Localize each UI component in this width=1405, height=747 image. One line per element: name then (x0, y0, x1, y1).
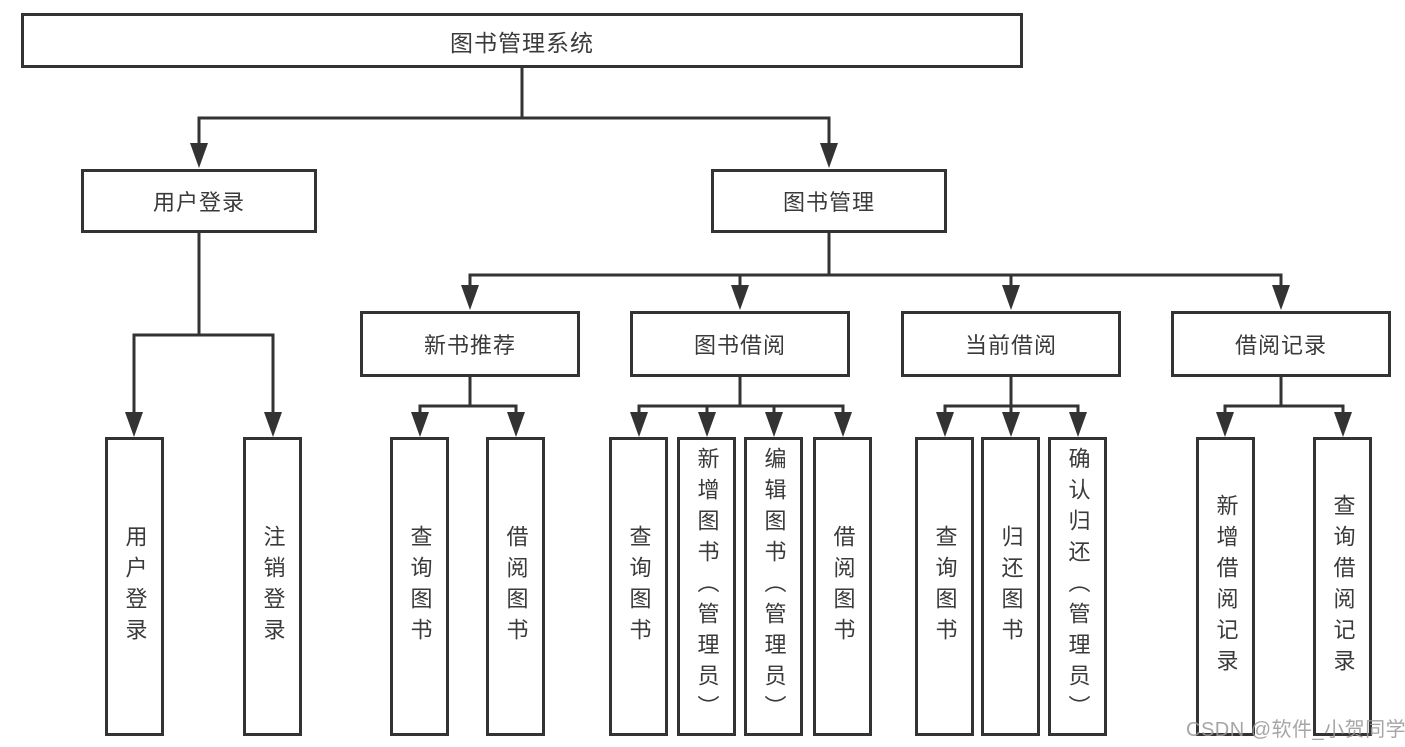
book-borrowing-connectors (637, 375, 845, 419)
leaf-label: 注销登录 (260, 524, 286, 649)
csdn-watermark: CSDN @软件_小贺同学 (1186, 719, 1405, 741)
leaf-label: 查询图书 (407, 524, 433, 649)
leaf-label: 确认归还（管理员） (1065, 447, 1091, 726)
node-book-borrowing: 图书借阅 (630, 311, 850, 377)
arrow-down-icon (1272, 285, 1290, 310)
arrow-down-icon (834, 412, 852, 437)
node-user-login: 用户登录 (81, 169, 317, 233)
arrow-down-icon (461, 285, 479, 310)
leaf-label: 归还图书 (998, 524, 1024, 649)
leaf-query-books-borrowing: 查询图书 (609, 437, 668, 736)
node-borrowing-records: 借阅记录 (1171, 311, 1391, 377)
leaf-borrow-books-borrowing: 借阅图书 (813, 437, 872, 736)
node-label: 当前借阅 (964, 333, 1057, 358)
leaf-label: 查询图书 (932, 524, 958, 649)
leaf-confirm-return-admin: 确认归还（管理员） (1048, 437, 1107, 736)
user-login-connectors (132, 231, 275, 419)
root-node-label: 图书管理系统 (450, 29, 594, 56)
node-label: 新书推荐 (423, 333, 516, 358)
arrow-down-icon (507, 412, 525, 437)
connector-shafts (132, 66, 1345, 419)
leaf-add-borrow-record: 新增借阅记录 (1196, 437, 1255, 736)
arrow-down-icon (411, 412, 429, 437)
node-label: 图书借阅 (693, 333, 786, 358)
leaf-add-book-admin: 新增图书（管理员） (677, 437, 736, 736)
arrow-down-icon (190, 143, 208, 168)
arrowheads (125, 143, 1352, 437)
arrow-down-icon (125, 412, 143, 437)
borrowing-records-connectors (1223, 375, 1345, 419)
leaf-label: 借阅图书 (830, 524, 856, 649)
root-node: 图书管理系统 (21, 13, 1023, 68)
leaf-query-books-recommend: 查询图书 (390, 437, 449, 736)
arrow-down-icon (698, 412, 716, 437)
new-book-recommend-connectors (418, 375, 518, 419)
root-connectors (197, 66, 831, 149)
leaf-label: 查询借阅记录 (1330, 493, 1356, 680)
leaf-label: 编辑图书（管理员） (761, 447, 787, 726)
book-management-connectors (468, 231, 1283, 292)
leaf-query-books-current: 查询图书 (915, 437, 974, 736)
arrow-down-icon (630, 412, 648, 437)
leaf-label: 新增图书（管理员） (694, 447, 720, 726)
node-new-book-recommend: 新书推荐 (360, 311, 580, 377)
node-book-management: 图书管理 (711, 169, 947, 233)
node-label: 图书管理 (782, 190, 875, 215)
arrow-down-icon (1002, 412, 1020, 437)
arrow-down-icon (1334, 412, 1352, 437)
node-label: 用户登录 (152, 190, 245, 215)
leaf-logout: 注销登录 (243, 437, 302, 736)
current-borrowing-connectors (943, 375, 1080, 419)
leaf-label: 查询图书 (626, 524, 652, 649)
leaf-query-borrow-record: 查询借阅记录 (1313, 437, 1372, 736)
leaf-user-login: 用户登录 (105, 437, 164, 736)
arrow-down-icon (1069, 412, 1087, 437)
node-label: 借阅记录 (1234, 333, 1327, 358)
arrow-down-icon (1002, 285, 1020, 310)
leaf-label: 新增借阅记录 (1213, 493, 1239, 680)
arrow-down-icon (731, 285, 749, 310)
leaf-return-book: 归还图书 (981, 437, 1040, 736)
leaf-edit-book-admin: 编辑图书（管理员） (744, 437, 803, 736)
arrow-down-icon (264, 412, 282, 437)
arrow-down-icon (765, 412, 783, 437)
leaf-label: 用户登录 (122, 524, 148, 649)
arrow-down-icon (1216, 412, 1234, 437)
arrow-down-icon (820, 143, 838, 168)
leaf-borrow-books-recommend: 借阅图书 (486, 437, 545, 736)
arrow-down-icon (936, 412, 954, 437)
leaf-label: 借阅图书 (503, 524, 529, 649)
node-current-borrowing: 当前借阅 (901, 311, 1121, 377)
